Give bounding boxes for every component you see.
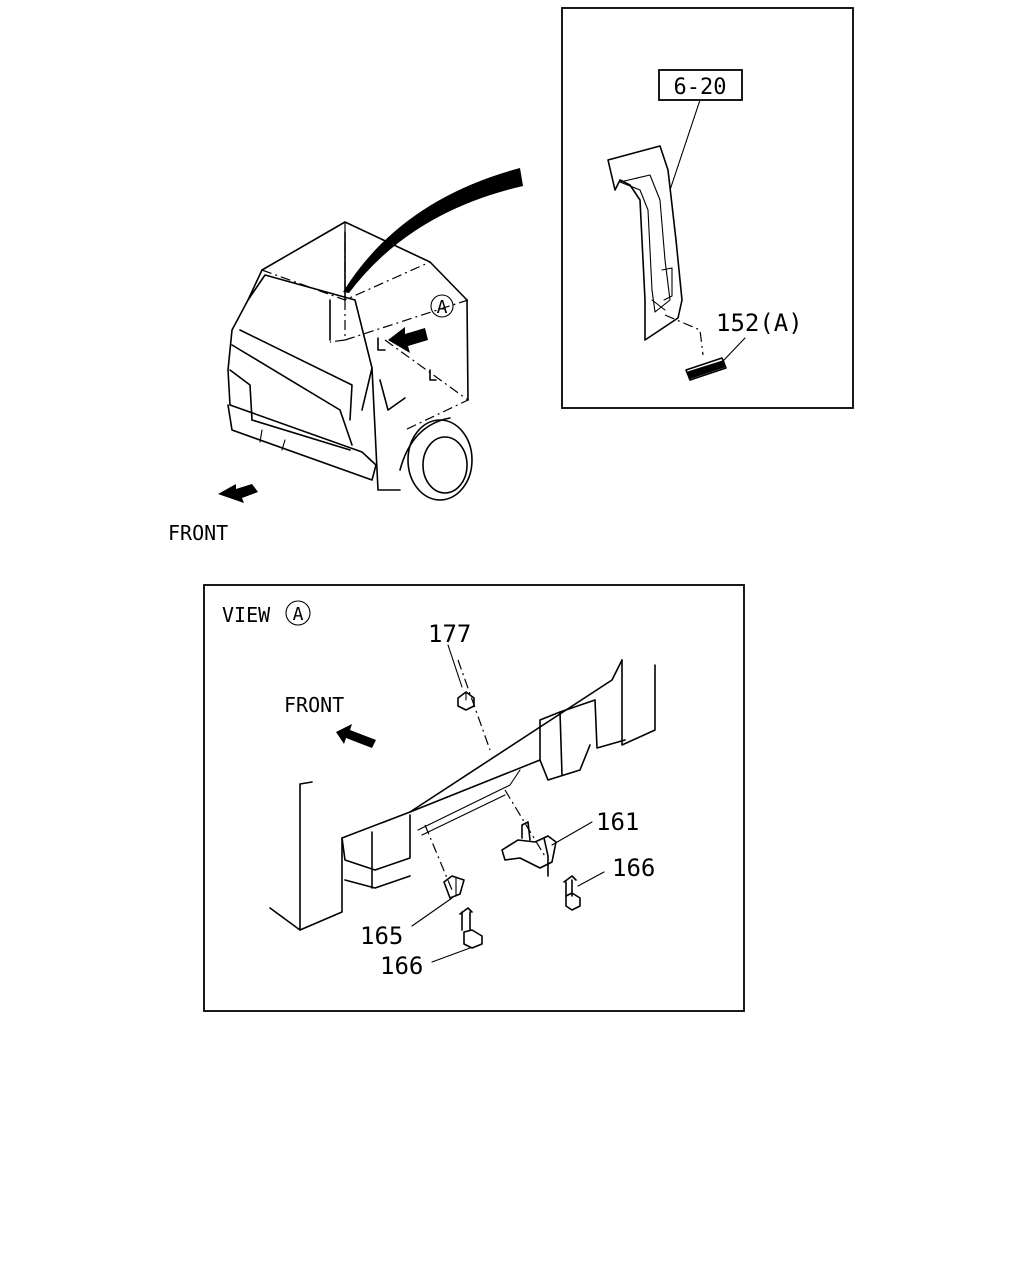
callout-166-left: 166 bbox=[380, 952, 423, 980]
view-title: VIEW bbox=[222, 603, 271, 627]
front-label-view: FRONT bbox=[284, 693, 344, 717]
view-a-frame bbox=[203, 584, 745, 1012]
detail-frame bbox=[561, 7, 854, 409]
callout-161: 161 bbox=[596, 808, 639, 836]
view-marker: A bbox=[293, 604, 304, 625]
view-a-box: VIEW A FRONT 177 161 bbox=[203, 584, 745, 1012]
callout-166-right: 166 bbox=[612, 854, 655, 882]
front-label-top: FRONT bbox=[168, 521, 228, 545]
callout-165: 165 bbox=[360, 922, 403, 950]
callout-6-20: 6-20 bbox=[674, 75, 727, 100]
truck-cab-illustration: A FRONT bbox=[168, 168, 523, 545]
cab-view-marker: A bbox=[437, 297, 448, 318]
callout-177: 177 bbox=[428, 620, 471, 648]
detail-box-pillar: 6-20 152(A) bbox=[561, 7, 854, 409]
callout-152a: 152(A) bbox=[716, 309, 803, 337]
